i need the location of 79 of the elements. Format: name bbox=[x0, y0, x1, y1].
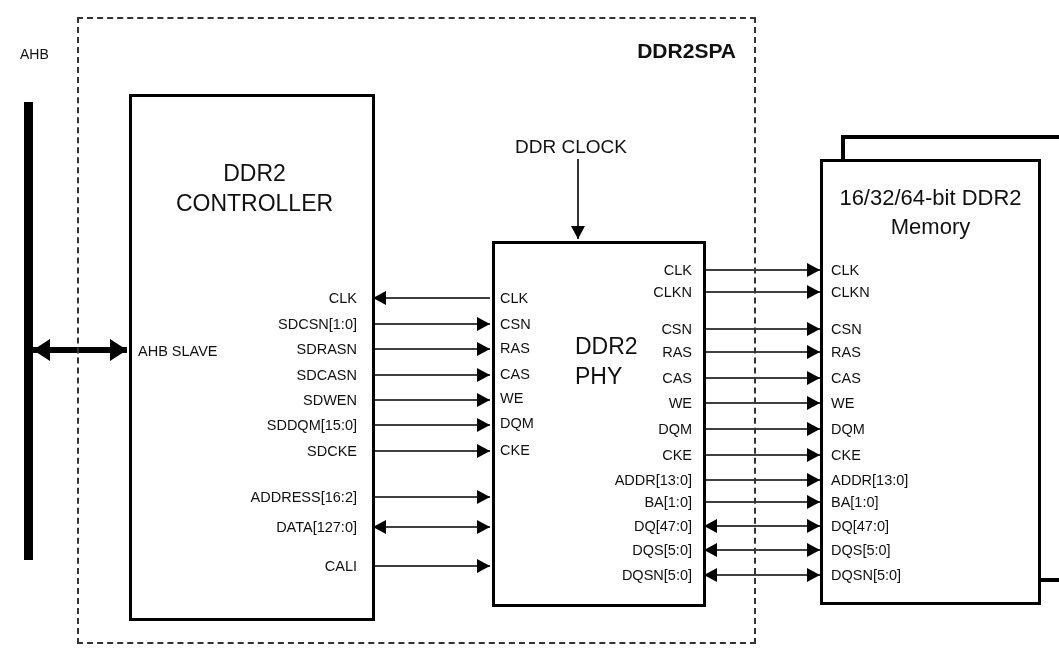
arrow bbox=[703, 568, 821, 582]
arrow bbox=[372, 291, 491, 305]
arrow bbox=[372, 490, 491, 504]
signal-label: WE bbox=[500, 390, 524, 406]
signal-label: DQ[47:0] bbox=[633, 518, 692, 534]
signal-label: DQM bbox=[658, 421, 692, 437]
signal-label: CSN bbox=[661, 321, 692, 337]
signal-label: DQS[5:0] bbox=[632, 542, 692, 558]
arrow bbox=[571, 158, 585, 240]
arrow bbox=[372, 368, 491, 382]
arrow bbox=[372, 559, 491, 573]
arrow bbox=[372, 317, 491, 331]
signal-label: SDCSN[1:0] bbox=[278, 316, 357, 332]
block-title: DDR CLOCK bbox=[515, 135, 628, 159]
signal-label: SDCASN bbox=[296, 367, 357, 383]
arrow bbox=[703, 263, 821, 277]
signal-label: CLK bbox=[831, 262, 860, 278]
signal-label: CSN bbox=[500, 316, 531, 332]
signal-label: RAS bbox=[831, 344, 861, 360]
signal-label: CLK bbox=[663, 262, 692, 278]
signal-label: ADDR[13:0] bbox=[614, 472, 692, 488]
block-box bbox=[492, 241, 706, 607]
dashed-boundary bbox=[77, 17, 756, 644]
block-title: DDR2 PHY bbox=[575, 332, 639, 391]
signal-label: SDRASN bbox=[296, 341, 357, 357]
signal-label: AHB SLAVE bbox=[138, 343, 218, 359]
signal-label: CKE bbox=[662, 447, 692, 463]
signal-label: SDDQM[15:0] bbox=[266, 417, 357, 433]
signal-label: CKE bbox=[500, 442, 530, 458]
arrow bbox=[33, 339, 127, 361]
block-title: DDR2SPA bbox=[637, 38, 736, 64]
signal-label: DQSN[5:0] bbox=[621, 567, 692, 583]
signal-label: DQM bbox=[500, 415, 534, 431]
arrow bbox=[703, 322, 821, 336]
arrow bbox=[703, 448, 821, 462]
signal-label: DQ[47:0] bbox=[831, 518, 890, 534]
arrow bbox=[703, 345, 821, 359]
arrow bbox=[372, 342, 491, 356]
signal-label: ADDRESS[16:2] bbox=[250, 489, 357, 505]
signal-label: DQSN[5:0] bbox=[831, 567, 902, 583]
arrow bbox=[703, 519, 821, 533]
arrow bbox=[703, 371, 821, 385]
arrow bbox=[372, 393, 491, 407]
arrow bbox=[703, 495, 821, 509]
arrow bbox=[372, 520, 491, 534]
signal-label: CSN bbox=[831, 321, 862, 337]
signal-label: CALI bbox=[324, 558, 357, 574]
signal-label: DQM bbox=[831, 421, 865, 437]
signal-label: RAS bbox=[662, 344, 692, 360]
signal-label: CLK bbox=[328, 290, 357, 306]
signal-label: BA[1:0] bbox=[831, 494, 879, 510]
signal-label: CAS bbox=[500, 366, 530, 382]
arrow bbox=[372, 444, 491, 458]
signal-label: ADDR[13:0] bbox=[831, 472, 909, 488]
signal-label: DATA[127:0] bbox=[276, 519, 357, 535]
signal-label: CLK bbox=[500, 290, 529, 306]
signal-label: BA[1:0] bbox=[644, 494, 692, 510]
signal-label: CKE bbox=[831, 447, 861, 463]
arrow bbox=[372, 418, 491, 432]
arrow bbox=[703, 543, 821, 557]
block-title: DDR2 CONTROLLER bbox=[174, 159, 335, 218]
signal-label: SDCKE bbox=[307, 443, 357, 459]
signal-label: DQS[5:0] bbox=[831, 542, 891, 558]
arrow bbox=[703, 422, 821, 436]
arrow bbox=[703, 473, 821, 487]
signal-label: CLKN bbox=[831, 284, 870, 300]
block-box bbox=[820, 159, 1041, 605]
signal-label: RAS bbox=[500, 340, 530, 356]
arrow bbox=[703, 285, 821, 299]
signal-label: CAS bbox=[662, 370, 692, 386]
signal-label: WE bbox=[668, 395, 692, 411]
block-title: AHB bbox=[20, 45, 49, 64]
block-box bbox=[129, 94, 375, 621]
signal-label: WE bbox=[831, 395, 855, 411]
signal-label: SDWEN bbox=[303, 392, 357, 408]
block-title: 16/32/64-bit DDR2 Memory bbox=[838, 184, 1023, 241]
signal-label: CLKN bbox=[653, 284, 692, 300]
signal-label: CAS bbox=[831, 370, 861, 386]
arrow bbox=[703, 396, 821, 410]
